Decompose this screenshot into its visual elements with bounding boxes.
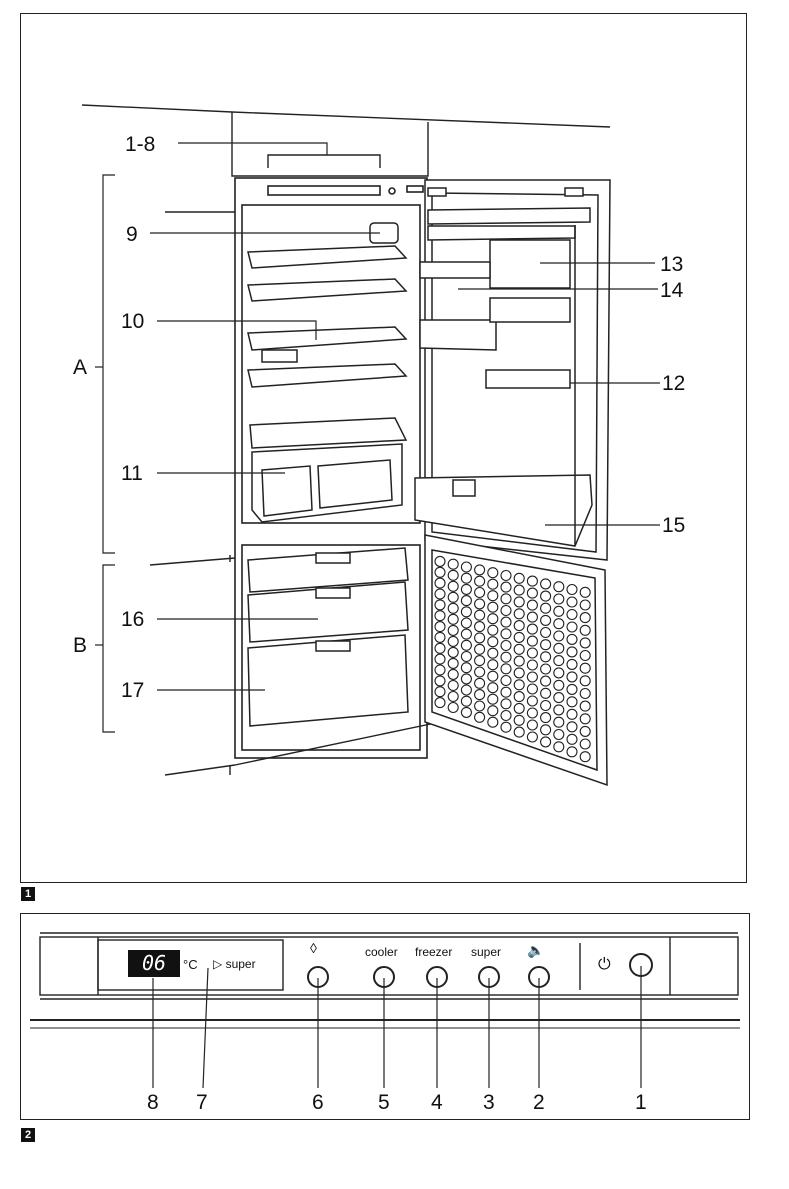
panel-number-8: 8 [147,1092,159,1113]
cooler-button-label: cooler [365,946,398,958]
power-icon: ⏻ [598,957,611,973]
panel-number-4: 4 [431,1092,443,1113]
celsius-unit-label: °C [183,957,198,972]
panel-number-3: 3 [483,1092,495,1113]
up-down-diamond-icon: ◊ [310,941,317,955]
freezer-button-label: freezer [415,946,452,958]
panel-number-2: 2 [533,1092,545,1113]
alarm-mute-icon: 🔈 [527,943,544,957]
super-indicator: ▷ super [213,957,256,971]
panel-number-1: 1 [635,1092,647,1113]
panel-number-7: 7 [196,1092,208,1113]
super-button-label: super [471,946,501,958]
temperature-display: 06 [128,950,180,977]
panel-leader-lines [153,966,641,1088]
figure-2-badge: 2 [21,1128,35,1142]
panel-number-6: 6 [312,1092,324,1113]
panel-number-5: 5 [378,1092,390,1113]
